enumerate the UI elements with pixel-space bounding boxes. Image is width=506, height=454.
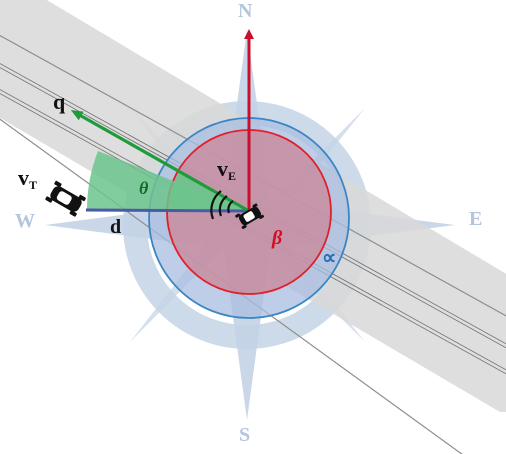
compass-west-label: W (15, 210, 35, 232)
d-line (85, 208, 250, 213)
q-label: q (53, 89, 66, 114)
compass-south-label: S (239, 424, 250, 446)
alpha-label: ∝ (322, 247, 336, 269)
ve-subscript: E (228, 169, 236, 183)
theta-label: θ (139, 178, 149, 198)
wireless-signal-icon (210, 190, 234, 220)
ve-label: vE (217, 156, 236, 183)
beta-label: β (271, 227, 283, 249)
d-label: d (110, 216, 121, 238)
q-arrow (70, 110, 250, 213)
compass-east-label: E (469, 208, 482, 230)
compass-north-label: N (238, 0, 253, 22)
vt-label: vT (18, 165, 37, 192)
car-icon (235, 203, 265, 230)
car-icon (45, 180, 86, 217)
vt-subscript: T (29, 178, 37, 192)
